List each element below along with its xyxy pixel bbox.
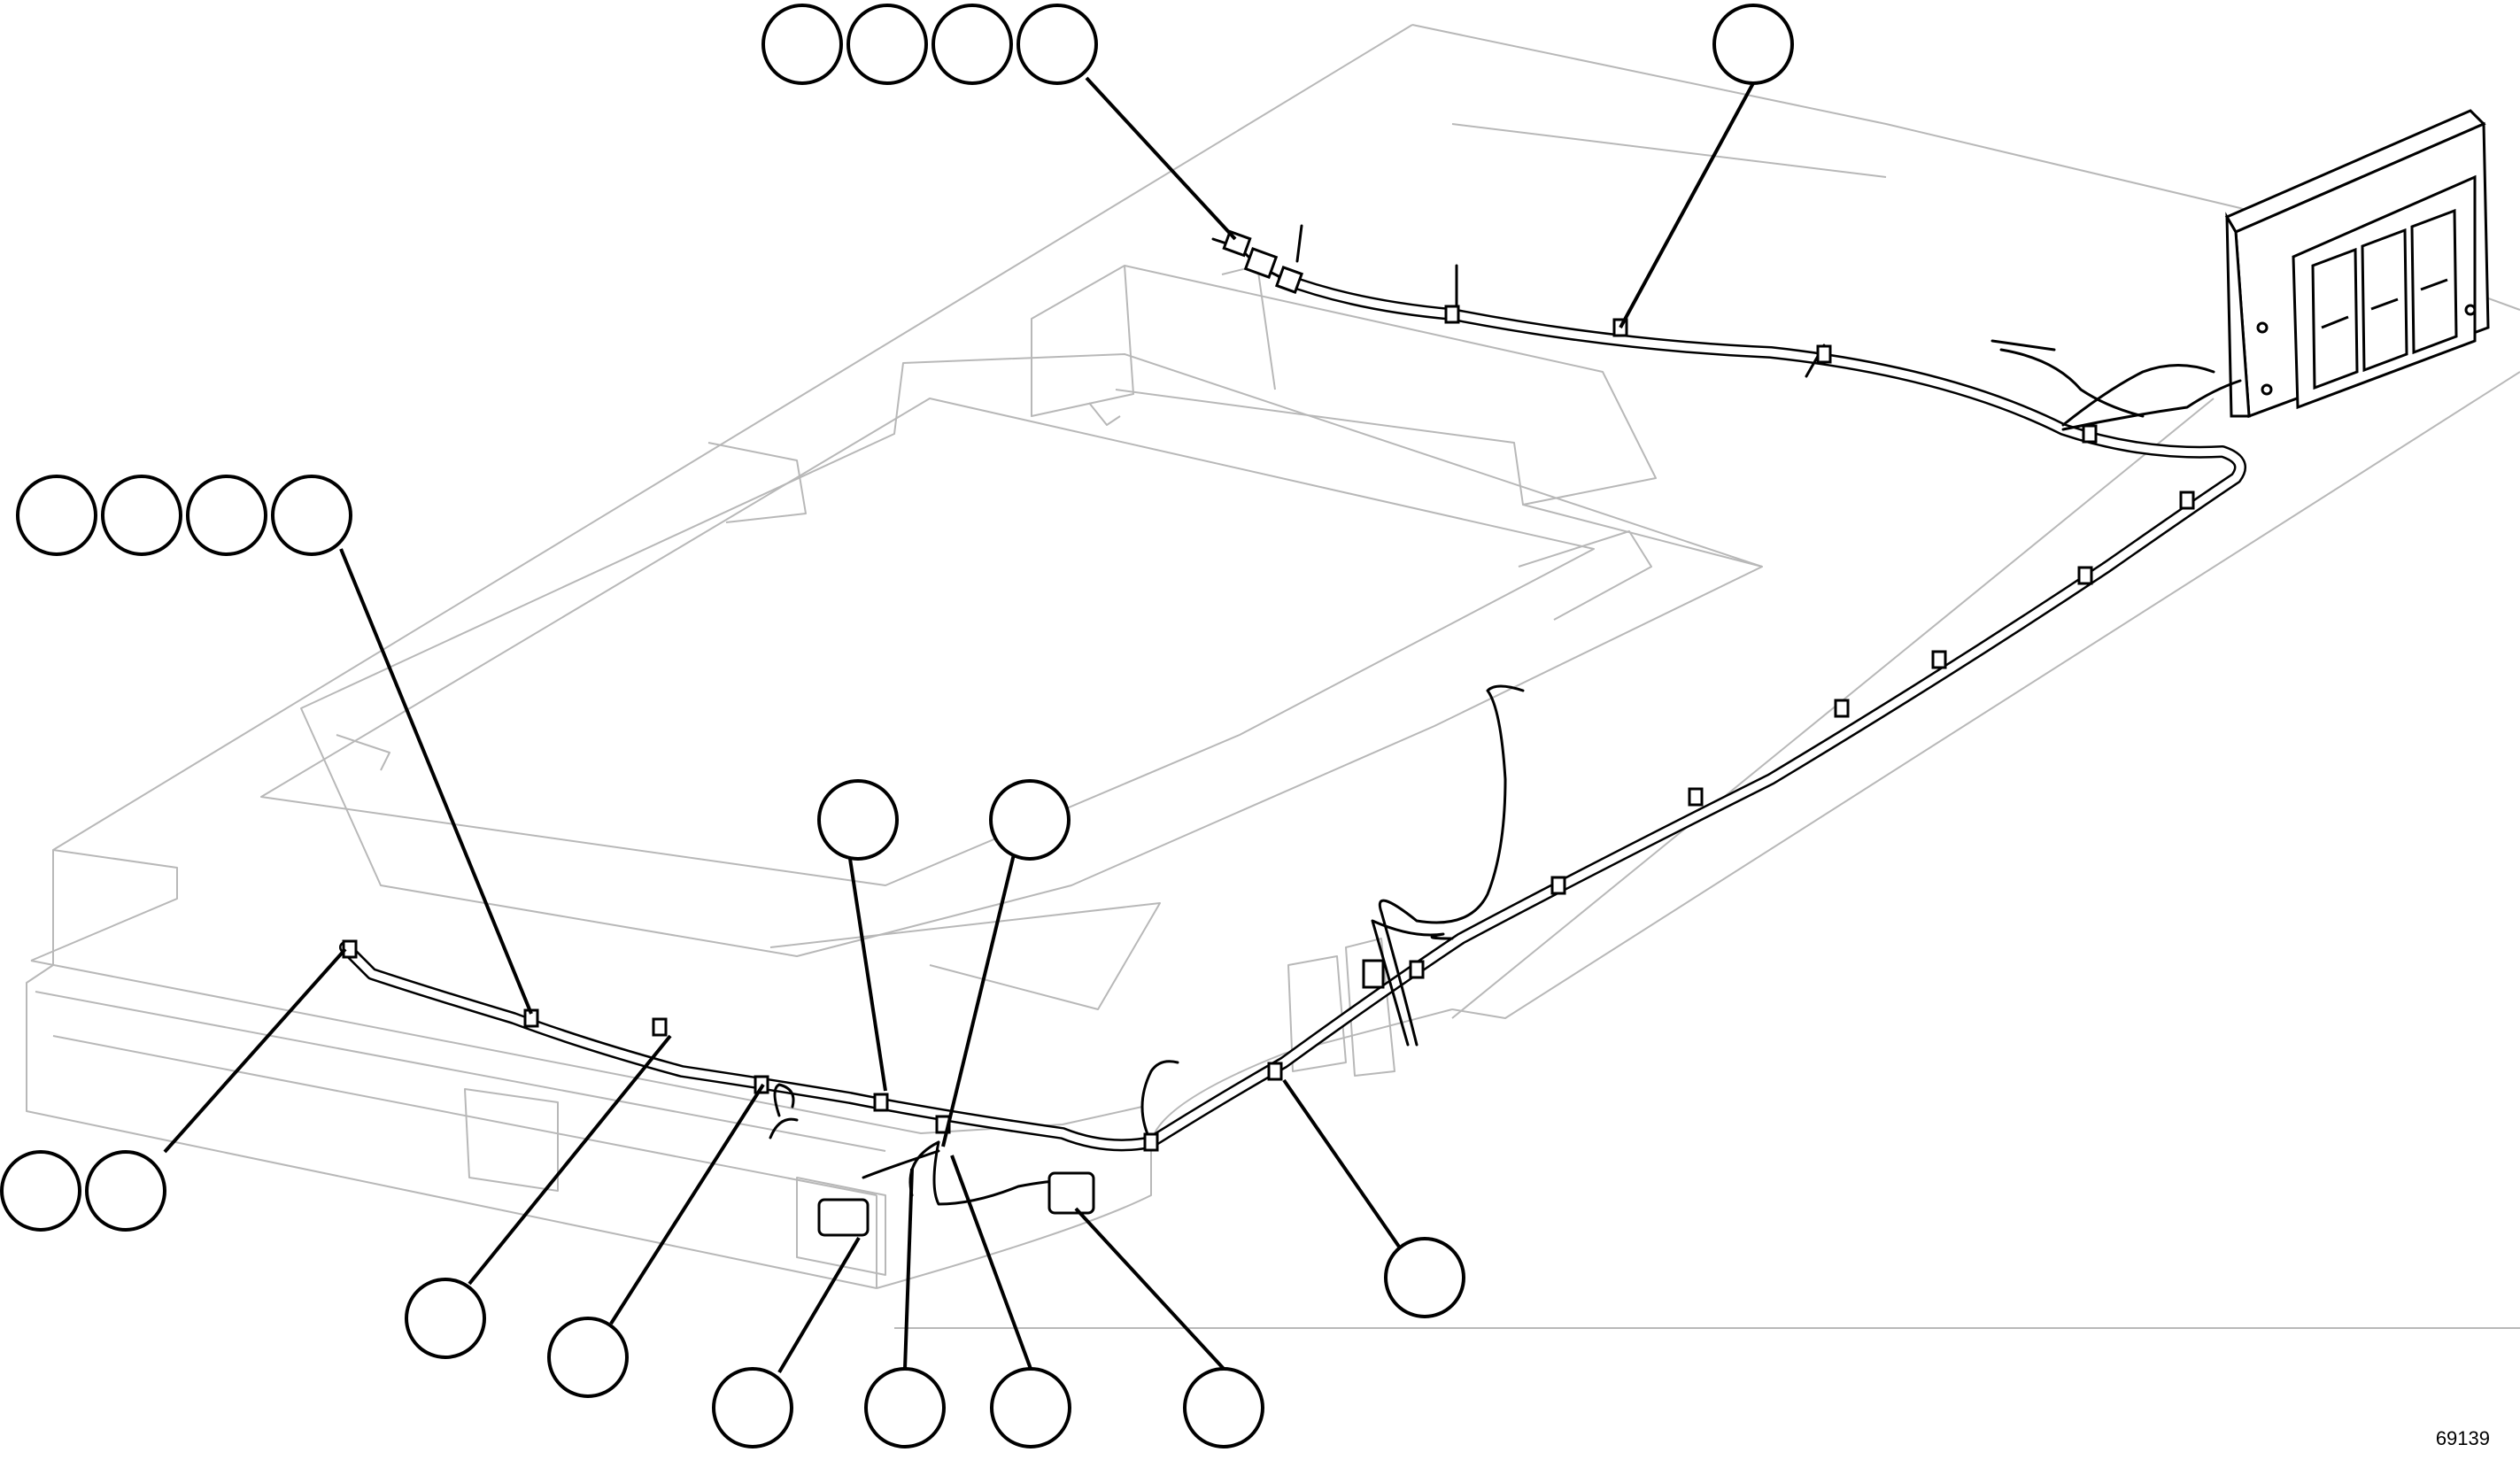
clamp-icon <box>1550 876 1566 895</box>
connector-icon <box>1274 265 1304 295</box>
callout-bubble <box>547 1317 629 1398</box>
leader-line <box>903 1168 914 1370</box>
leader-line <box>950 1155 1032 1370</box>
mount-bolt <box>2261 383 2273 396</box>
digital-display-unit <box>2224 109 2490 419</box>
junction-box <box>1362 959 1385 989</box>
callout-bubble <box>16 475 97 556</box>
callout-bubble <box>0 1150 81 1232</box>
front-connector-cluster <box>1211 224 1826 378</box>
callout-bubble <box>1712 4 1794 85</box>
clamp-icon <box>342 939 358 959</box>
main-harness <box>339 273 2246 1206</box>
callout-bubble <box>405 1278 486 1359</box>
leader-line <box>609 1083 765 1325</box>
connector-icon <box>1243 247 1279 279</box>
callout-bubble <box>817 779 899 861</box>
callout-bubble <box>846 4 928 85</box>
leader-line <box>1074 1207 1225 1371</box>
clamp-icon <box>1931 650 1947 669</box>
clamp-icon <box>1816 344 1832 364</box>
leader-line <box>163 947 347 1154</box>
leader-line <box>1619 82 1755 328</box>
callout-bubble <box>1183 1367 1264 1448</box>
callout-bubbles <box>0 4 1794 1448</box>
callout-bubble <box>989 779 1071 861</box>
callout-bubble <box>85 1150 166 1232</box>
callout-bubble <box>101 475 182 556</box>
harness-clamps <box>342 305 2195 1152</box>
mount-bolt <box>2464 304 2477 316</box>
platform-outline <box>26 24 2520 1329</box>
leader-line <box>777 1236 861 1374</box>
side-access-panel <box>464 1088 559 1192</box>
clamp-icon <box>652 1017 668 1037</box>
callout-bubble <box>1384 1237 1465 1318</box>
display-digit-2 <box>2361 228 2408 373</box>
clamp-icon <box>1267 1062 1283 1081</box>
callout-bubble <box>931 4 1013 85</box>
callout-bubble <box>271 475 352 556</box>
clamp-icon <box>873 1093 889 1112</box>
callout-bubble <box>186 475 267 556</box>
callout-bubble <box>990 1367 1071 1448</box>
connector-icon <box>1222 229 1252 258</box>
leader-line <box>848 858 887 1092</box>
leader-line <box>941 854 1016 1147</box>
clamp-icon <box>2179 491 2195 510</box>
display-digit-group <box>2311 208 2458 390</box>
lamp-housing-left <box>796 1177 886 1276</box>
callout-bubble <box>864 1367 946 1448</box>
callout-bubble <box>712 1367 793 1448</box>
rear-lamps <box>817 959 1385 1237</box>
rear-lamp-left <box>817 1198 870 1237</box>
leader-line <box>1085 76 1237 241</box>
clamp-icon <box>1143 1132 1159 1152</box>
callout-bubble <box>1017 4 1098 85</box>
leader-line <box>339 548 533 1015</box>
figure-number: 69139 <box>2436 1427 2490 1449</box>
display-segments <box>2321 278 2448 329</box>
side-access-panel-right <box>1287 955 1347 1072</box>
leader-line <box>1282 1078 1401 1248</box>
clamp-icon <box>2077 566 2093 585</box>
clamp-icon <box>1409 960 1425 979</box>
clamp-icon <box>1834 699 1850 718</box>
display-digit-3 <box>2410 208 2458 355</box>
display-digit-1 <box>2311 247 2359 390</box>
rear-lamp-right <box>1047 1171 1095 1215</box>
mount-bolt <box>2256 321 2269 334</box>
clamp-icon <box>2082 424 2098 444</box>
clamp-icon <box>1688 787 1704 807</box>
leader-line <box>468 1034 672 1286</box>
clamp-icon <box>1444 305 1460 324</box>
leader-lines <box>163 76 1755 1374</box>
callout-bubble <box>761 4 843 85</box>
